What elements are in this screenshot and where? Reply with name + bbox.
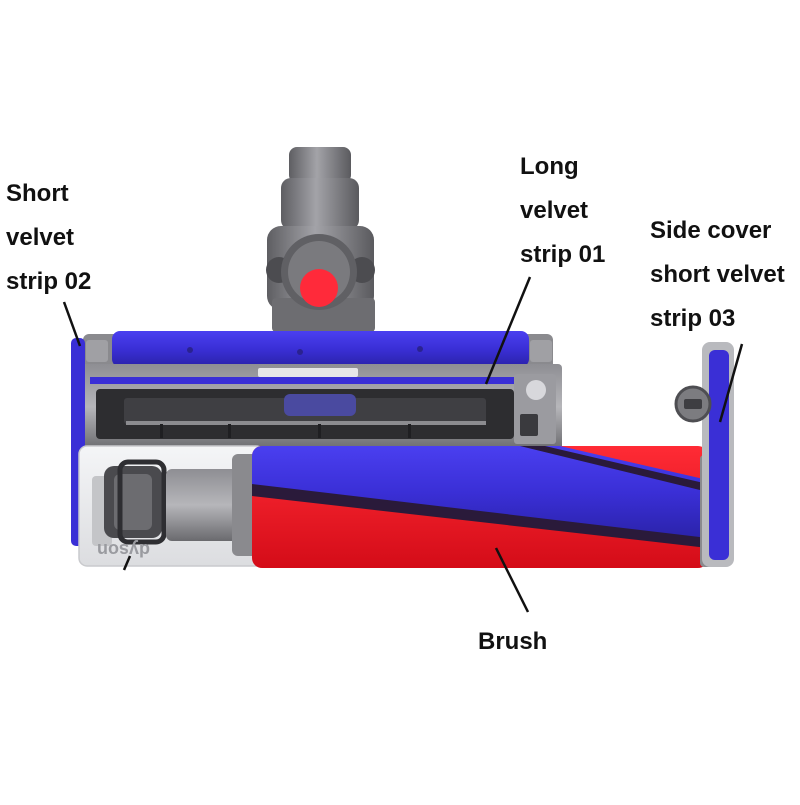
side-cover — [674, 342, 734, 567]
label-line: short velvet — [650, 261, 785, 288]
label-side-cover-short-velvet-strip-03: Side cover short velvet strip 03 — [650, 209, 785, 341]
cleaner-head-housing — [78, 364, 562, 450]
long-velvet-roller — [83, 331, 553, 370]
label-brush: Brush — [478, 620, 547, 664]
label-line: strip 02 — [6, 268, 92, 295]
leader-long-velvet-01 — [484, 276, 532, 385]
leader-brush — [494, 547, 530, 613]
release-button-icon[interactable] — [300, 269, 338, 307]
label-short-velvet-strip-02: Short velvet strip 02 — [6, 172, 91, 304]
label-long-velvet-strip-01: Long velvet strip 01 — [520, 145, 605, 277]
label-line: Brush — [478, 628, 548, 655]
long-velvet-strip-01-insert — [90, 377, 520, 384]
leader-motor — [122, 555, 132, 571]
leader-short-velvet-02 — [62, 301, 82, 347]
label-line: velvet — [6, 224, 75, 251]
label-line: Short — [6, 180, 69, 207]
label-line: Side cover — [650, 217, 772, 244]
clear-motor-housing — [78, 445, 265, 567]
short-velvet-strip-03-insert — [709, 350, 729, 560]
label-line: velvet — [520, 197, 589, 224]
label-line: strip 03 — [650, 305, 736, 332]
dyson-logo: dyson — [97, 540, 150, 560]
leader-side-cover-03 — [718, 343, 744, 423]
label-line: strip 01 — [520, 241, 606, 268]
soft-roller-brush — [252, 446, 714, 568]
leader-lines — [62, 276, 744, 613]
label-line: Long — [520, 153, 579, 180]
